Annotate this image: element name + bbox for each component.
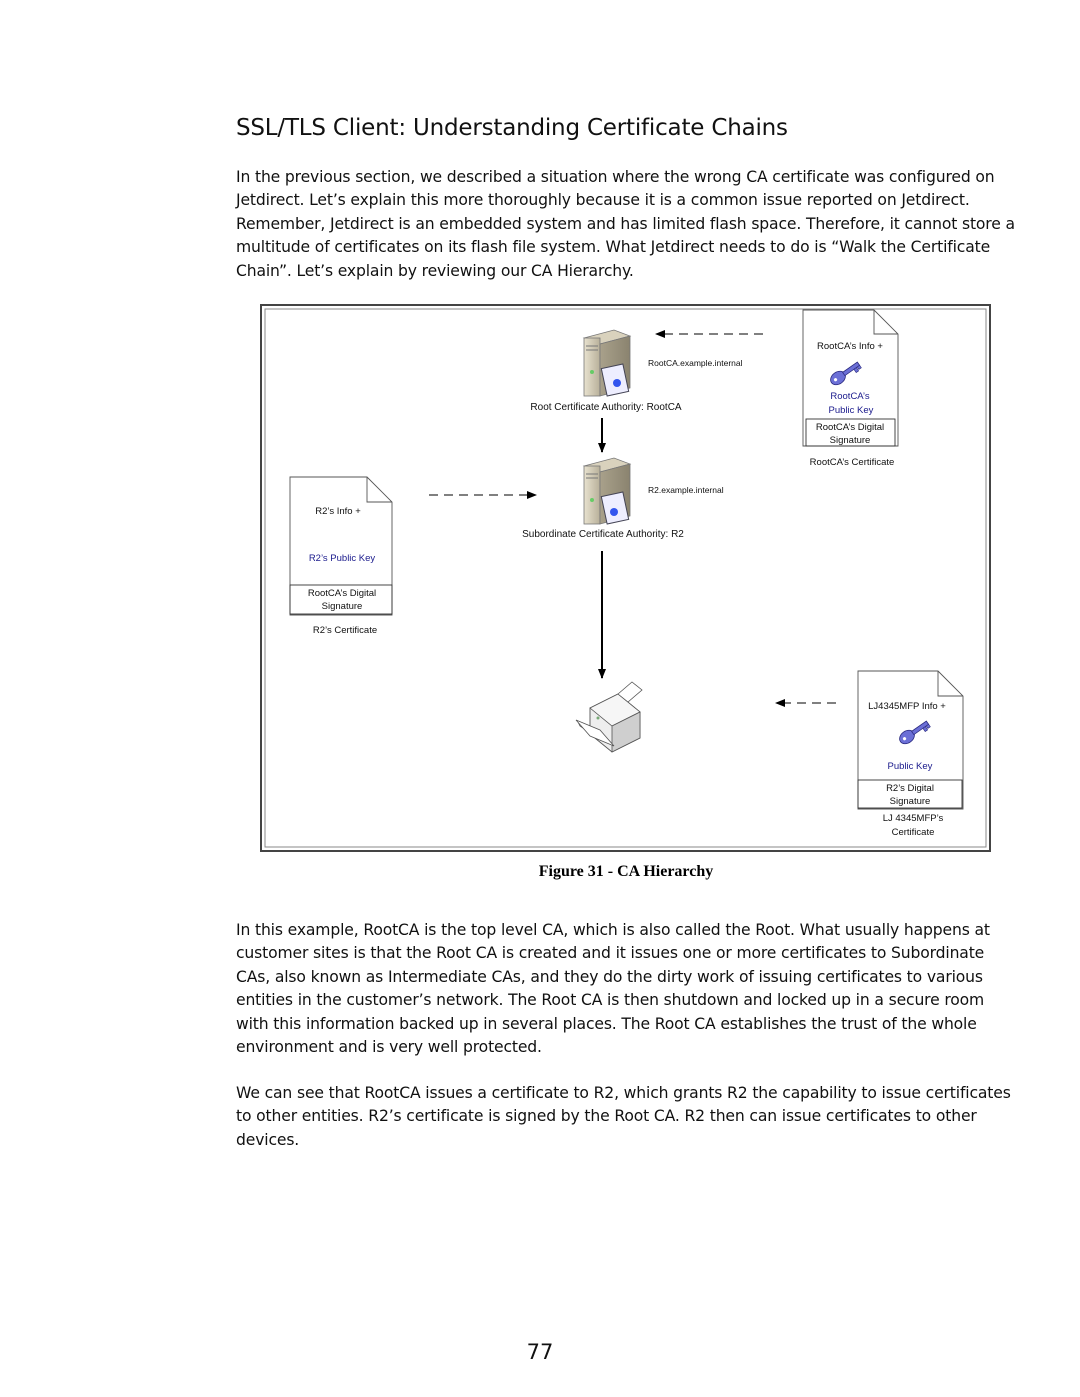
device-cert-sig-line2: Signature: [890, 796, 931, 807]
rootca-cert-sig-line2: Signature: [830, 435, 871, 446]
rootca-certificate: RootCA’s Info + RootCA’s Public Key Root…: [802, 309, 899, 447]
sub-host-label: R2.example.internal: [648, 485, 724, 495]
rootca-cert-sig-line1: RootCA’s Digital: [816, 422, 884, 433]
page-heading: SSL/TLS Client: Understanding Certificat…: [236, 115, 788, 142]
intro-paragraph: In the previous section, we described a …: [236, 168, 1015, 280]
device-cert-key: Public Key: [888, 761, 933, 772]
r2-cert-name: R2’s Certificate: [313, 625, 377, 636]
sub-ca-label: Subordinate Certificate Authority: R2: [522, 529, 684, 540]
root-ca-label: Root Certificate Authority: RootCA: [530, 402, 682, 413]
body-paragraph-2: We can see that RootCA issues a certific…: [236, 1084, 1011, 1149]
device-cert-name-line2: Certificate: [892, 827, 935, 838]
printer-icon: [575, 681, 643, 753]
r2-cert-info: R2’s Info +: [315, 506, 361, 517]
device-certificate: LJ4345MFP Info + Public Key R2’s Digital…: [857, 670, 964, 810]
device-cert-info: LJ4345MFP Info +: [868, 701, 946, 712]
r2-cert-sig-line2: Signature: [322, 601, 363, 612]
root-ca-server-icon: [582, 329, 632, 397]
r2-cert-sig-line1: RootCA’s Digital: [308, 588, 376, 599]
page-number: 77: [526, 1340, 554, 1364]
rootca-cert-name: RootCA’s Certificate: [810, 457, 895, 468]
body-paragraph-1: In this example, RootCA is the top level…: [236, 921, 990, 1057]
rootca-cert-key-line2: Public Key: [829, 405, 874, 416]
root-host-label: RootCA.example.internal: [648, 358, 743, 368]
key-icon: [830, 361, 862, 386]
figure-caption: Figure 31 - CA Hierarchy: [538, 863, 714, 880]
sub-ca-server-icon: [582, 457, 632, 525]
device-cert-sig-line1: R2’s Digital: [886, 783, 934, 794]
r2-cert-key: R2’s Public Key: [309, 553, 376, 564]
rootca-cert-key-line1: RootCA’s: [830, 391, 869, 402]
key-icon: [899, 720, 931, 745]
device-cert-name-line1: LJ 4345MFP’s: [883, 813, 944, 824]
r2-certificate: R2’s Info + R2’s Public Key RootCA’s Dig…: [289, 476, 393, 616]
rootca-cert-info: RootCA’s Info +: [817, 341, 883, 352]
